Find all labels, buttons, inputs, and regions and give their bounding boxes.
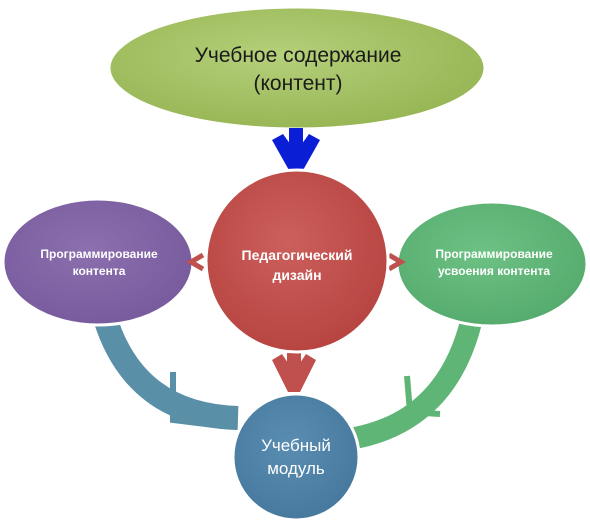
- left-arc-connector: [93, 314, 239, 430]
- node-design-circle: [204, 168, 390, 354]
- node-module-text: Учебный модуль: [261, 436, 331, 478]
- node-module-label: Учебный модуль: [237, 425, 355, 489]
- left-arc-arrowhead: [170, 372, 223, 429]
- node-design-label: Педагогический дизайн: [212, 233, 382, 297]
- right-arc-connector: [352, 315, 483, 449]
- node-prog-learning-label: Программирование усвоения контента: [404, 236, 584, 290]
- node-prog-content-label: Программирование контента: [14, 236, 184, 290]
- design-to-module-arrow: [272, 345, 316, 392]
- design-to-prog-learning-arrow: [387, 252, 406, 272]
- node-content-label: Учебное содержание (контент): [118, 30, 478, 110]
- node-module-circle: [231, 392, 361, 522]
- design-to-prog-content-arrow: [186, 252, 205, 272]
- content-to-design-arrow: [272, 128, 320, 172]
- node-prog-learning-text: Программирование усвоения контента: [435, 247, 553, 278]
- node-prog-content-text: Программирование контента: [40, 247, 158, 278]
- right-arc-arrowhead: [404, 375, 441, 417]
- node-design-text: Педагогический дизайн: [241, 247, 353, 283]
- node-content-text: Учебное содержание (контент): [194, 44, 402, 95]
